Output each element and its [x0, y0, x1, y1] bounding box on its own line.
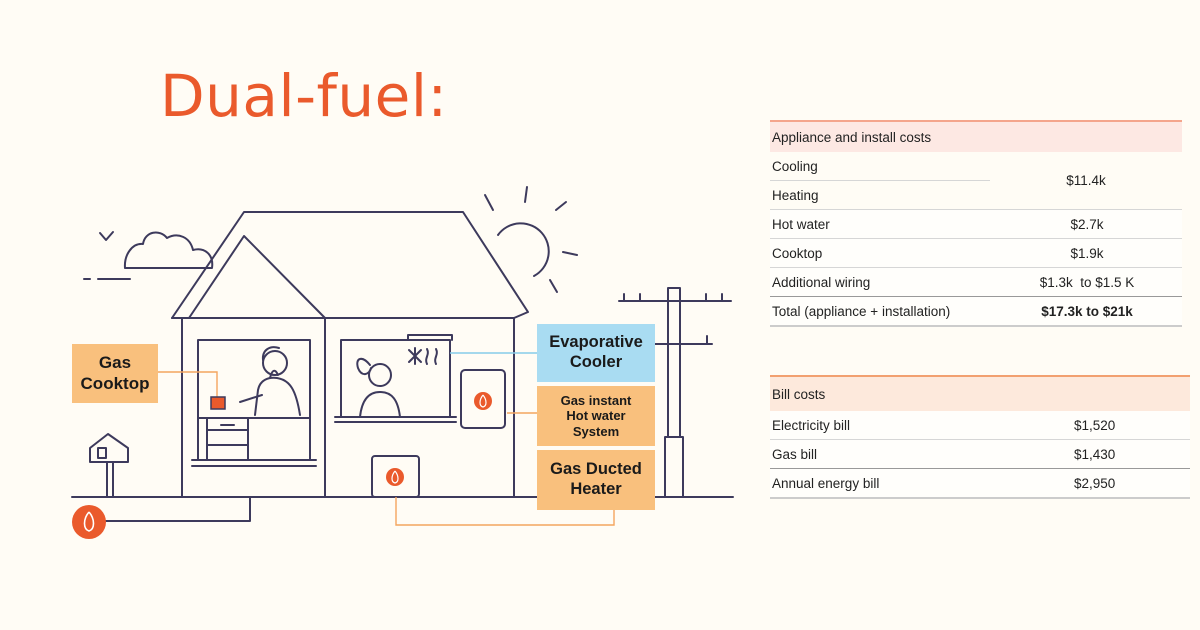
row-label: Electricity bill — [772, 417, 851, 433]
row-value: $1.3k to $1.5 K — [1039, 274, 1135, 290]
row-label: Gas bill — [772, 446, 818, 462]
row-value: $1,430 — [1074, 446, 1116, 462]
total-value: $17.3k to $21k — [1041, 303, 1133, 319]
bird-icon — [99, 231, 114, 241]
total-row: Total (appliance + installation) $17.3k … — [770, 297, 1182, 327]
house-illustration — [71, 186, 734, 539]
total-value: $2,950 — [1074, 475, 1116, 491]
bill-costs-table: Bill costs Electricity bill $1,520 Gas b… — [770, 375, 1190, 499]
row-value: $1,520 — [1074, 417, 1116, 433]
row-label: Hot water — [772, 216, 830, 232]
table-row: Cooktop $1.9k — [770, 239, 1182, 268]
total-label: Total (appliance + installation) — [772, 303, 951, 319]
install-costs-header: Appliance and install costs — [770, 122, 1182, 152]
mailbox-icon — [89, 433, 129, 463]
install-costs-table: Appliance and install costs Cooling Heat… — [770, 120, 1182, 327]
sun-icon — [497, 222, 550, 277]
hot-water-tank — [460, 369, 506, 429]
cooling-heating-value: $11.4k — [1066, 173, 1106, 188]
power-pole — [667, 287, 681, 438]
gas-ducted-heater-label: Gas Ducted Heater — [537, 450, 655, 510]
evaporative-cooler-label: Evaporative Cooler — [537, 324, 655, 382]
table-row: Electricity bill $1,520 — [770, 411, 1190, 440]
total-row: Annual energy bill $2,950 — [770, 469, 1190, 499]
row-value: $2.7k — [1070, 216, 1104, 232]
heating-label: Heating — [772, 187, 819, 203]
table-row: Hot water $2.7k — [770, 210, 1182, 239]
gas-hot-water-label: Gas instant Hot water System — [537, 386, 655, 446]
roof — [171, 211, 529, 319]
total-label: Annual energy bill — [772, 475, 880, 491]
row-value: $1.9k — [1070, 245, 1104, 261]
snowflake-icon — [408, 347, 422, 365]
table-row: Additional wiring $1.3k to $1.5 K — [770, 268, 1182, 297]
living-window — [340, 339, 451, 418]
person-living — [368, 363, 392, 387]
cloud-icon — [123, 231, 214, 269]
gas-cooktop-label: Gas Cooktop — [72, 344, 158, 403]
page-title: Dual-fuel: — [160, 62, 448, 130]
cooling-heating-row: Cooling Heating $11.4k — [770, 152, 1182, 210]
cooling-label: Cooling — [770, 152, 990, 181]
bill-costs-header: Bill costs — [770, 377, 1190, 411]
gas-meter-icon — [72, 505, 106, 539]
row-label: Additional wiring — [772, 274, 871, 290]
row-label: Cooktop — [772, 245, 823, 261]
person-cooking — [262, 350, 288, 376]
table-row: Gas bill $1,430 — [770, 440, 1190, 469]
